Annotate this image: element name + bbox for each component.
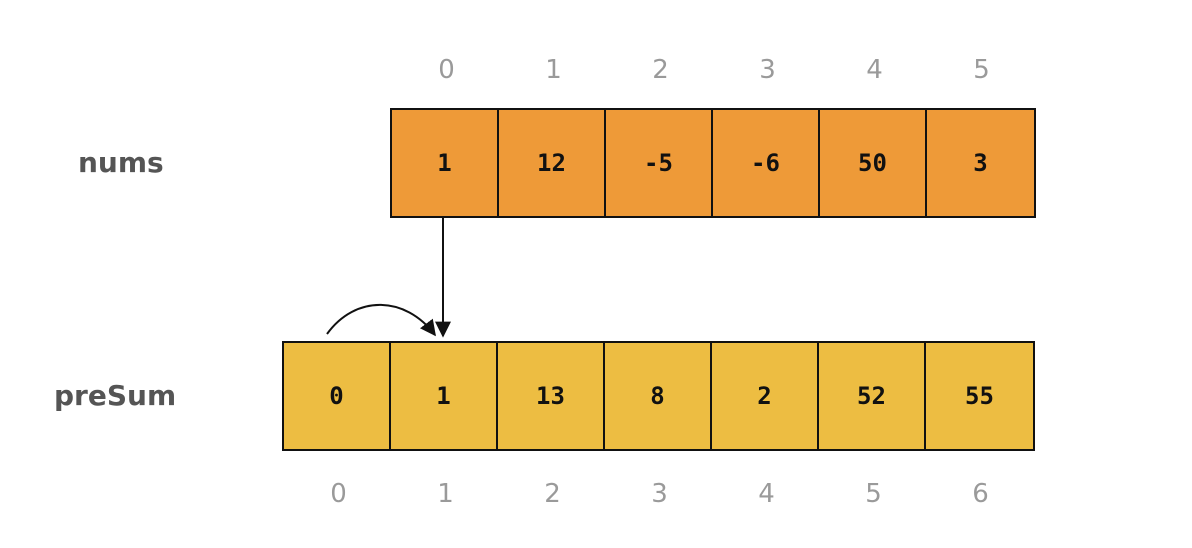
presum-cell: 0 [284,343,391,449]
presum-label: preSum [54,379,177,412]
nums-cell: 1 [392,110,499,216]
presum-index: 6 [972,479,989,509]
nums-index: 4 [866,55,883,85]
nums-cell: 50 [820,110,927,216]
nums-array: 1 12 -5 -6 50 3 [390,108,1036,218]
presum-cell: 1 [391,343,498,449]
nums-index-row: 0 1 2 3 4 5 [393,57,1035,83]
nums-cell: -6 [713,110,820,216]
presum-index: 3 [651,479,668,509]
presum-cell: 2 [712,343,819,449]
nums-cell: 12 [499,110,606,216]
presum-cell: 8 [605,343,712,449]
presum-cell: 55 [965,382,994,410]
curved-arrow [326,304,436,337]
nums-cell: 3 [973,149,988,177]
presum-index: 1 [437,479,454,509]
presum-index: 5 [865,479,882,509]
presum-index-row: 0 1 2 3 4 5 6 [285,481,1034,507]
nums-index: 5 [973,55,990,85]
nums-cell: -5 [606,110,713,216]
nums-index: 1 [545,55,562,85]
nums-index: 0 [438,55,455,85]
presum-array: 0 1 13 8 2 52 55 [282,341,1035,451]
presum-index: 2 [544,479,561,509]
presum-cell: 13 [498,343,605,449]
presum-cell: 52 [819,343,926,449]
nums-index: 3 [759,55,776,85]
presum-index: 4 [758,479,775,509]
nums-index: 2 [652,55,669,85]
nums-label: nums [78,146,164,179]
presum-index: 0 [330,479,347,509]
